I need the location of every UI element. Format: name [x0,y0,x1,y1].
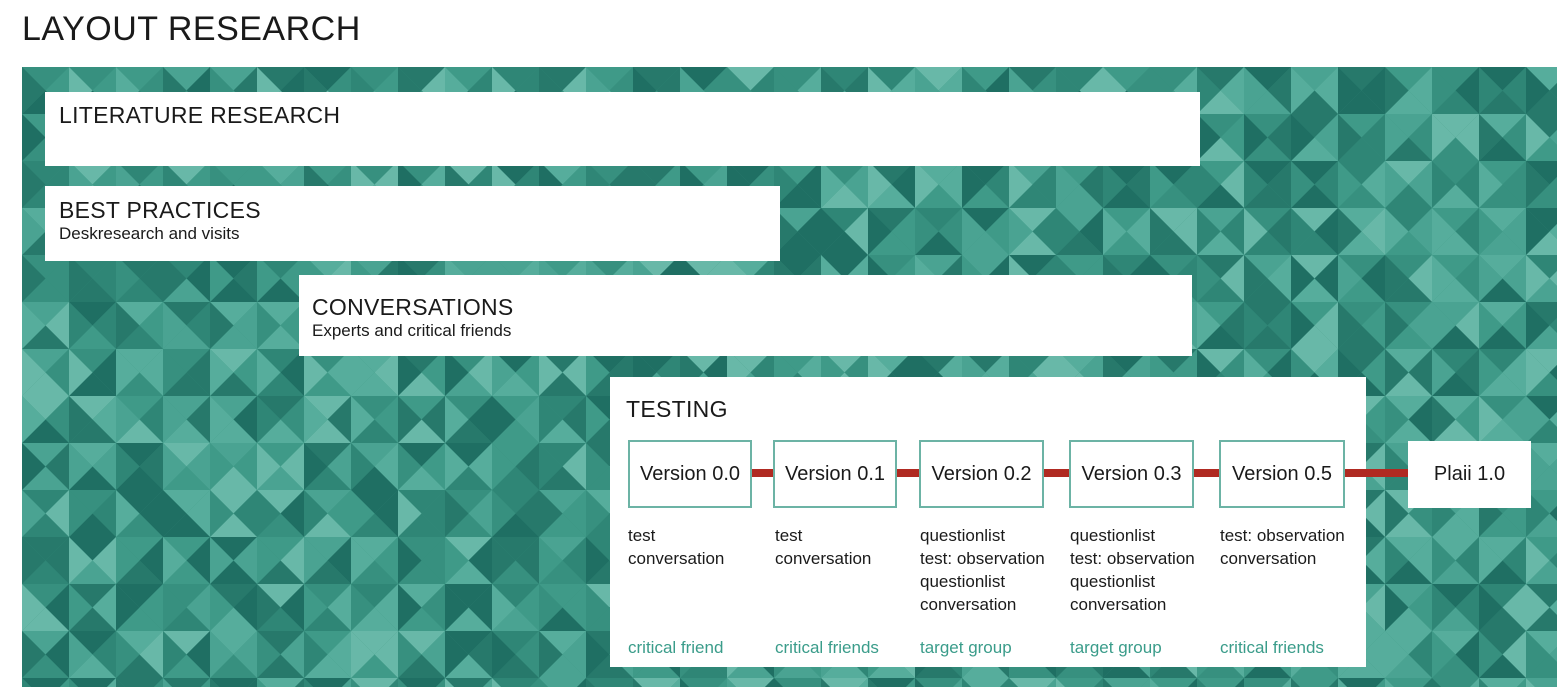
version-label: Version 0.1 [784,462,886,485]
conversations-card: CONVERSATIONS Experts and critical frien… [299,275,1192,356]
best-practices-card: BEST PRACTICES Deskresearch and visits [45,186,780,261]
version-label: Version 0.0 [639,462,741,485]
version-0-2-box: Version 0.2 [919,440,1044,508]
version-0-3-box: Version 0.3 [1069,440,1194,508]
version-0-2-audience: target group [920,638,1012,657]
method-item: conversation [628,549,725,568]
method-item: test [775,526,803,545]
version-0-3-audience: target group [1070,638,1162,657]
method-item: questionlist [920,572,1006,591]
connector-2-3 [1043,469,1070,477]
version-0-1-audience: critical friends [775,638,879,657]
version-0-2-methods: questionlist test: observation questionl… [920,524,1045,616]
version-label: Version 0.5 [1231,462,1333,485]
version-0-5-methods: test: observation conversation [1220,524,1345,570]
version-0-1-box: Version 0.1 [773,440,897,508]
method-item: test: observation [920,549,1045,568]
connector-1-2 [896,469,920,477]
method-item: questionlist [1070,572,1156,591]
version-label: Version 0.2 [931,462,1032,485]
method-item: test: observation [1220,526,1345,545]
version-0-0-audience: critical friend [628,638,724,657]
connector-3-5 [1193,469,1220,477]
version-0-5-audience: critical friends [1220,638,1324,657]
method-item: conversation [1070,595,1167,614]
method-item: conversation [920,595,1017,614]
conversations-title: CONVERSATIONS [312,294,514,320]
version-0-0-methods: test conversation [628,524,724,570]
best-practices-title: BEST PRACTICES [59,197,261,223]
version-0-0-box: Version 0.0 [628,440,752,508]
method-item: test: observation [1070,549,1195,568]
testing-title: TESTING [626,396,728,422]
final-release-label: Plaii 1.0 [1433,463,1506,485]
connector-0-1 [751,469,774,477]
method-item: questionlist [920,526,1006,545]
testing-card: TESTING [610,377,1366,667]
final-release-box: Plaii 1.0 [1408,441,1531,508]
method-item: test [628,526,656,545]
method-item: questionlist [1070,526,1156,545]
version-0-3-methods: questionlist test: observation questionl… [1070,524,1195,616]
version-0-1-methods: test conversation [775,524,871,570]
version-0-5-box: Version 0.5 [1219,440,1345,508]
conversations-subtitle: Experts and critical friends [312,321,512,340]
connector-5-final [1344,469,1408,477]
best-practices-subtitle: Deskresearch and visits [59,224,240,243]
version-label: Version 0.3 [1081,462,1182,485]
method-item: conversation [775,549,872,568]
literature-research-title: LITERATURE RESEARCH [59,102,341,128]
method-item: conversation [1220,549,1317,568]
page-title: LAYOUT RESEARCH [22,10,361,48]
literature-research-card: LITERATURE RESEARCH [45,92,1200,166]
